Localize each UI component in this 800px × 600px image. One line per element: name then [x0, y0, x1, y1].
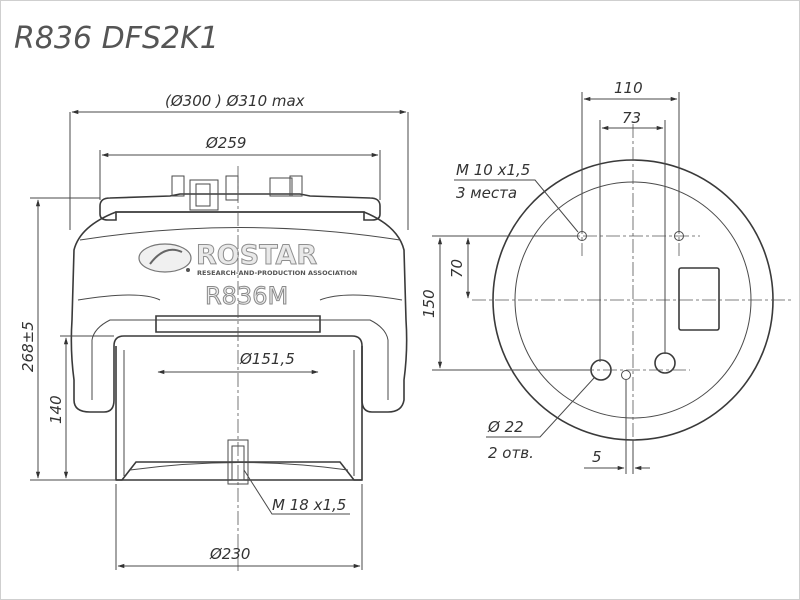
- thread-top-label-1: M 10 x1,5: [456, 161, 530, 179]
- bellow-crease-left: [77, 294, 161, 301]
- dim-piston-inner-label: Ø151,5: [239, 350, 295, 368]
- thread-top-label-2: 3 места: [456, 184, 517, 202]
- bellow-inner-fold: [91, 319, 389, 400]
- piston: [155, 315, 321, 333]
- brand-name: ROSTAR: [196, 240, 317, 271]
- top-view: 110 73 150 70 M 10 x1,5 3 места Ø 22 2 о…: [420, 79, 794, 474]
- dim-top-plate-label: Ø259: [205, 134, 246, 152]
- thread-leader: [243, 469, 350, 515]
- hole-label-2: 2 отв.: [488, 444, 534, 462]
- dim-73-label: 73: [622, 109, 641, 127]
- side-view: ROSTAR RESEARCH-AND-PRODUCTION ASSOCIATI…: [19, 92, 409, 572]
- bellow-crease-top: [79, 227, 401, 241]
- brand-tagline: RESEARCH-AND-PRODUCTION ASSOCIATION: [197, 269, 357, 277]
- hole-leader: [486, 377, 595, 438]
- piston-body: [115, 346, 363, 481]
- dim-150-label: 150: [420, 289, 438, 318]
- piston-wall: [123, 350, 355, 476]
- stud-right: [289, 175, 303, 197]
- hole-label-1: Ø 22: [487, 418, 524, 436]
- air-fitting: [189, 179, 219, 211]
- top-plate: [99, 193, 381, 221]
- bellow-model-label: R836M: [205, 282, 288, 310]
- thread-bottom-label: M 18 x1,5: [272, 496, 346, 514]
- dim-piston-base-label: Ø230: [209, 545, 250, 563]
- logo-swoosh: [149, 248, 183, 265]
- piston-bottom-curve: [129, 462, 349, 471]
- rostar-logo: ROSTAR RESEARCH-AND-PRODUCTION ASSOCIATI…: [138, 240, 357, 277]
- dim-piston-height-label: 140: [47, 395, 65, 424]
- dim-outer-label: (Ø300 ) Ø310 max: [165, 92, 305, 110]
- logo-dot: [186, 268, 190, 272]
- thread-top-leader: [454, 179, 579, 233]
- air-fitting-inner: [195, 183, 211, 207]
- stud-right-base: [269, 177, 293, 197]
- dim-110-label: 110: [614, 79, 643, 97]
- bellow-crease-right: [319, 294, 403, 301]
- plate-window: [678, 267, 720, 331]
- drawing-title: R836 DFS2K1: [14, 21, 219, 56]
- dim-5-label: 5: [592, 448, 602, 466]
- stud-center: [225, 175, 239, 201]
- thread-hole-bottom: [621, 370, 631, 380]
- dim-70-label: 70: [448, 259, 466, 278]
- stud-left: [171, 175, 185, 197]
- rubber-bellow: [70, 211, 408, 413]
- dim-height-label: 268±5: [19, 321, 37, 372]
- logo-emblem: [138, 243, 192, 273]
